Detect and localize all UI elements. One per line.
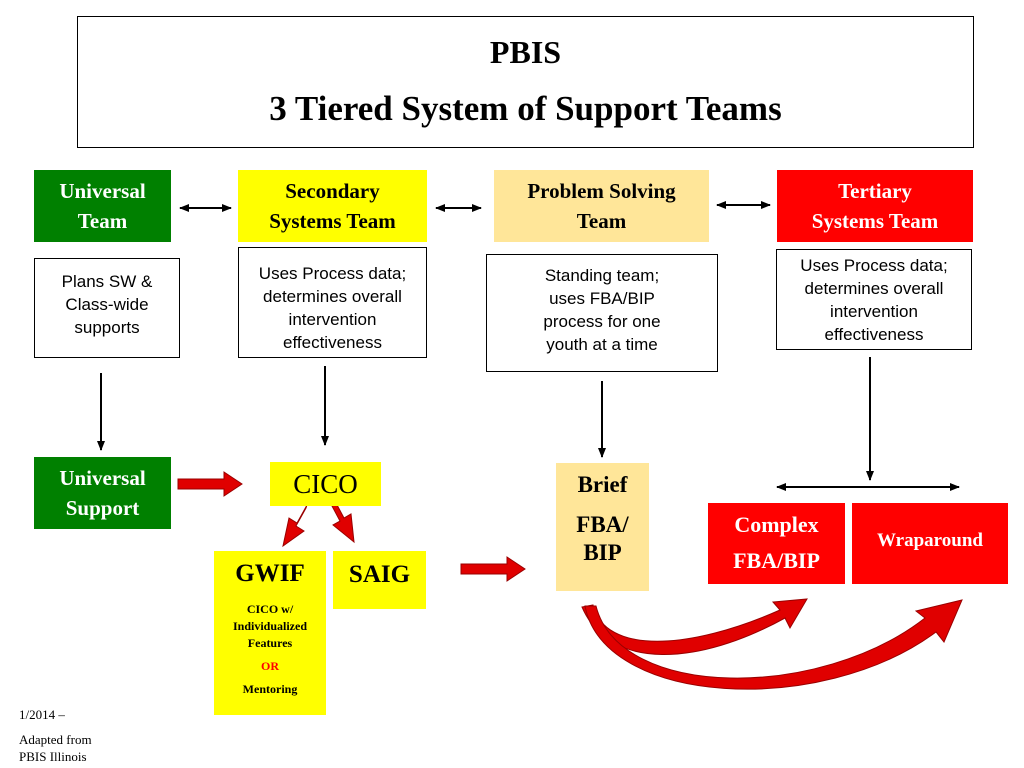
gwif-detail: CICO w/ Individualized Features	[233, 601, 307, 652]
curved-red-arrow-to-wraparound	[584, 599, 963, 690]
page-title: PBIS	[489, 34, 562, 71]
gwif-box: GWIF CICO w/ Individualized Features OR …	[214, 551, 326, 715]
universal-support-box: Universal Support	[34, 457, 171, 529]
gwif-mentoring: Mentoring	[242, 682, 298, 696]
secondary-team-line1: Secondary	[285, 179, 380, 203]
brief-line2: FBA/	[576, 512, 629, 537]
complex-line2: FBA/BIP	[733, 548, 820, 573]
secondary-description: Uses Process data; determines overall in…	[238, 247, 427, 358]
footer-source-line1: Adapted from	[19, 732, 92, 747]
title-box: PBIS 3 Tiered System of Support Teams	[77, 16, 974, 148]
brief-fba-bip-box: Brief FBA/ BIP	[556, 463, 649, 591]
tertiary-desc-line: effectiveness	[824, 325, 924, 344]
footer-source: Adapted from PBIS Illinois	[19, 731, 92, 765]
footer-source-line2: PBIS Illinois	[19, 749, 87, 764]
tertiary-desc-line: determines overall	[804, 279, 944, 298]
gwif-or: OR	[261, 659, 279, 673]
universal-support-line1: Universal	[59, 466, 146, 490]
complex-fba-bip-box: Complex FBA/BIP	[708, 503, 845, 584]
problem-desc-line: uses FBA/BIP	[549, 289, 655, 308]
tertiary-desc-line: Uses Process data;	[800, 256, 948, 275]
problem-desc-line: Standing team;	[544, 266, 660, 285]
secondary-team-box: Secondary Systems Team	[238, 170, 427, 242]
gwif-detail-line: CICO w/	[246, 602, 294, 616]
saig-box: SAIG	[333, 551, 426, 609]
secondary-desc-line: Uses Process data;	[258, 264, 407, 283]
secondary-desc-line: determines overall	[263, 287, 402, 306]
gwif-detail-line: Features	[247, 636, 293, 650]
gwif-detail-line: Individualized	[232, 619, 308, 633]
brief-line3: BIP	[583, 540, 622, 565]
red-arrow-to-brief	[460, 556, 526, 582]
tertiary-desc-line: intervention	[830, 302, 918, 321]
footer-date: 1/2014 –	[19, 707, 65, 722]
secondary-desc-line: intervention	[288, 310, 377, 329]
universal-support-line2: Support	[65, 496, 140, 520]
universal-desc-line: Class-wide	[65, 295, 149, 314]
problem-team-line1: Problem Solving	[527, 179, 676, 203]
cico-box: CICO	[270, 462, 381, 506]
secondary-team-line2: Systems Team	[269, 209, 396, 233]
tertiary-team-box: Tertiary Systems Team	[777, 170, 973, 242]
wraparound-label: Wraparound	[877, 529, 983, 551]
tertiary-team-line1: Tertiary	[838, 179, 912, 203]
tertiary-team-line2: Systems Team	[811, 209, 939, 233]
brief-line1: Brief	[577, 472, 628, 497]
red-arrow-cico-to-gwif	[282, 504, 308, 548]
universal-team-line1: Universal	[59, 179, 146, 203]
red-arrow-cico-to-saig	[331, 502, 355, 544]
universal-description: Plans SW & Class-wide supports	[34, 258, 180, 358]
problem-desc-line: youth at a time	[546, 335, 658, 354]
secondary-desc-line: effectiveness	[283, 333, 382, 352]
cico-label: CICO	[293, 469, 358, 499]
problem-team-line2: Team	[576, 209, 627, 233]
universal-team-line2: Team	[77, 209, 128, 233]
wraparound-box: Wraparound	[852, 503, 1008, 584]
universal-desc-line: supports	[74, 318, 140, 337]
tertiary-description: Uses Process data; determines overall in…	[776, 249, 972, 350]
problem-desc-line: process for one	[543, 312, 661, 331]
universal-team-box: Universal Team	[34, 170, 171, 242]
problem-solving-description: Standing team; uses FBA/BIP process for …	[486, 254, 718, 372]
saig-label: SAIG	[348, 561, 411, 588]
universal-desc-line: Plans SW &	[61, 272, 153, 291]
problem-solving-team-box: Problem Solving Team	[494, 170, 709, 242]
complex-line1: Complex	[734, 512, 819, 537]
page-subtitle: 3 Tiered System of Support Teams	[269, 89, 782, 129]
gwif-title: GWIF	[235, 560, 305, 587]
red-arrow-universal-to-cico	[177, 471, 243, 497]
